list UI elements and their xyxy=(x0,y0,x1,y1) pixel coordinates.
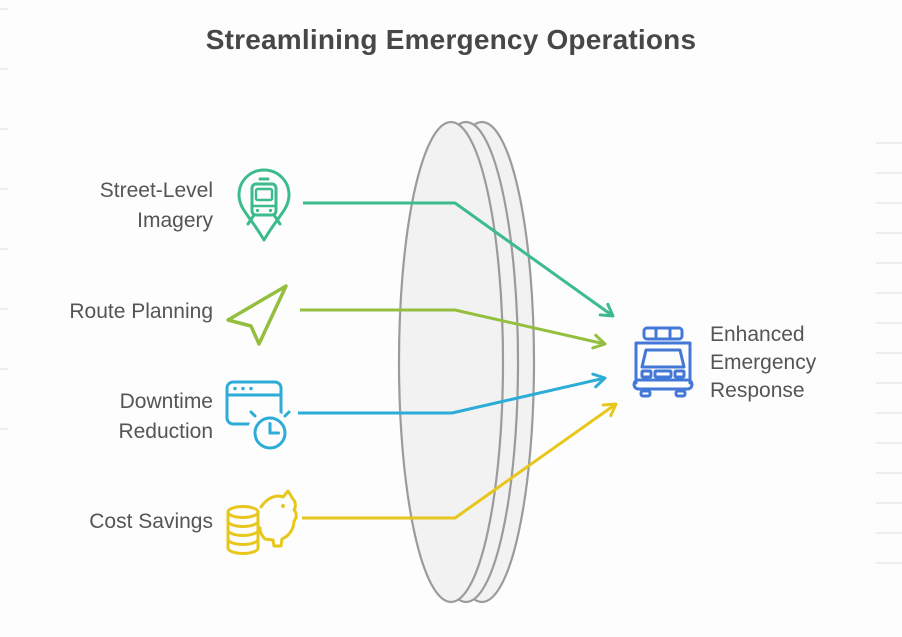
label-downtime-reduction: Downtime Reduction xyxy=(0,387,213,447)
flow-line-street-level-imagery xyxy=(303,201,615,318)
label-line: Reduction xyxy=(118,420,213,443)
map-pin-streetview-icon xyxy=(235,167,293,245)
browser-clock-icon xyxy=(224,376,296,456)
label-line: Emergency xyxy=(710,351,817,374)
flow-line-cost-savings xyxy=(302,402,618,520)
label-street-level-imagery: Street-Level Imagery xyxy=(0,176,213,236)
flow-line-route-planning xyxy=(300,308,607,350)
label-line: Response xyxy=(710,379,805,402)
piggy-bank-coins-icon xyxy=(224,486,298,566)
label-line: Route Planning xyxy=(69,300,213,323)
label-route-planning: Route Planning xyxy=(0,297,213,327)
lens-front-surface xyxy=(397,120,505,604)
emergency-vehicle-icon xyxy=(629,325,697,401)
label-line: Downtime xyxy=(119,390,213,413)
lens-shape xyxy=(397,120,536,604)
label-line: Street-Level xyxy=(99,179,213,202)
label-enhanced-emergency-response: Enhanced Emergency Response xyxy=(710,321,890,405)
label-line: Cost Savings xyxy=(89,510,213,533)
label-cost-savings: Cost Savings xyxy=(0,507,213,537)
navigation-arrow-icon xyxy=(222,282,294,348)
flow-line-downtime-reduction xyxy=(298,372,607,415)
label-line: Imagery xyxy=(137,209,213,232)
label-line: Enhanced xyxy=(710,323,805,346)
page-title: Streamlining Emergency Operations xyxy=(205,24,697,55)
